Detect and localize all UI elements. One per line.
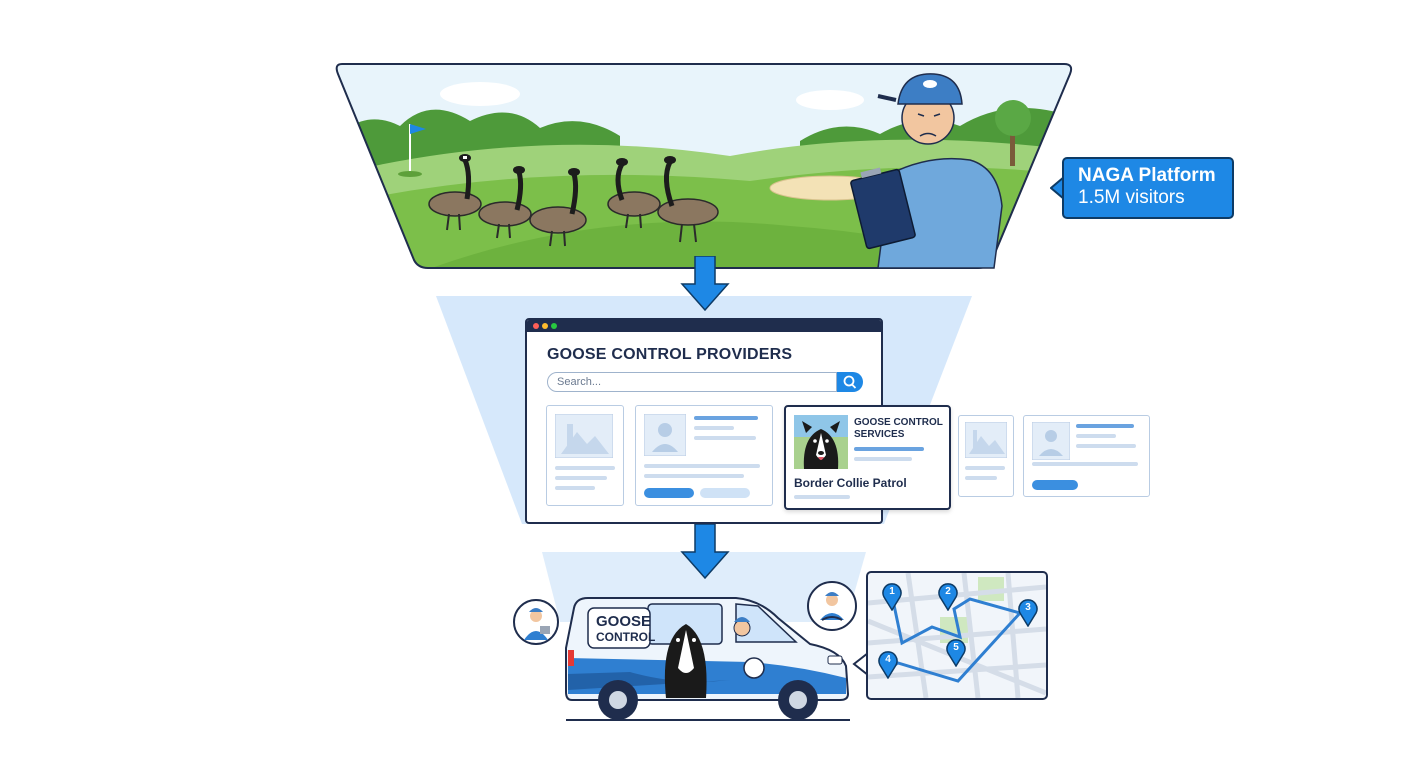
provider-category: GOOSE CONTROL SERVICES	[854, 417, 943, 440]
close-dot[interactable]	[533, 323, 539, 329]
listing-card[interactable]	[1023, 415, 1150, 497]
image-placeholder-icon	[965, 422, 1007, 458]
platform-name: NAGA Platform	[1078, 165, 1216, 186]
goose-flock	[428, 154, 719, 247]
down-arrow-icon	[680, 256, 730, 312]
featured-provider-card[interactable]: GOOSE CONTROL SERVICES Border Collie Pat…	[784, 405, 951, 510]
browser-title-bar	[527, 320, 881, 332]
border-collie-photo	[794, 415, 848, 469]
search-icon	[843, 375, 857, 389]
golf-course-scene	[335, 63, 1073, 269]
platform-callout: NAGA Platform 1.5M visitors	[1062, 157, 1234, 219]
provider-name[interactable]: Border Collie Patrol	[794, 476, 907, 490]
map-pin-icon[interactable]: 2	[938, 583, 958, 611]
driver-avatar	[807, 581, 857, 631]
map-pin-label: 1	[889, 586, 895, 597]
service-van-illustration	[565, 597, 850, 721]
map-pin-label: 2	[945, 586, 951, 597]
listing-card[interactable]	[635, 405, 773, 506]
route-map[interactable]: 1 2 3 4 5	[866, 571, 1048, 700]
visitor-count: 1.5M visitors	[1078, 187, 1185, 208]
course-manager-figure	[850, 73, 1003, 269]
directory-heading: GOOSE CONTROL PROVIDERS	[547, 346, 793, 363]
search-button[interactable]	[837, 372, 863, 392]
van-sign-line-1: GOOSE	[596, 613, 652, 630]
listing-card[interactable]	[958, 415, 1014, 497]
user-placeholder-icon	[644, 414, 686, 456]
map-pin-label: 5	[953, 642, 959, 653]
search-input[interactable]: Search...	[547, 372, 837, 392]
map-pin-icon[interactable]: 5	[946, 639, 966, 667]
map-pin-label: 3	[1025, 602, 1031, 613]
maximize-dot[interactable]	[551, 323, 557, 329]
user-placeholder-icon	[1032, 422, 1070, 460]
technician-avatar	[513, 599, 559, 645]
van-sign-line-2: CONTROL	[596, 630, 656, 644]
listing-card[interactable]	[546, 405, 624, 506]
image-placeholder-icon	[555, 414, 613, 458]
map-pin-icon[interactable]: 4	[878, 651, 898, 679]
down-arrow-icon	[680, 524, 730, 580]
minimize-dot[interactable]	[542, 323, 548, 329]
map-pin-icon[interactable]: 3	[1018, 599, 1038, 627]
map-pin-label: 4	[885, 654, 891, 665]
map-pin-icon[interactable]: 1	[882, 583, 902, 611]
